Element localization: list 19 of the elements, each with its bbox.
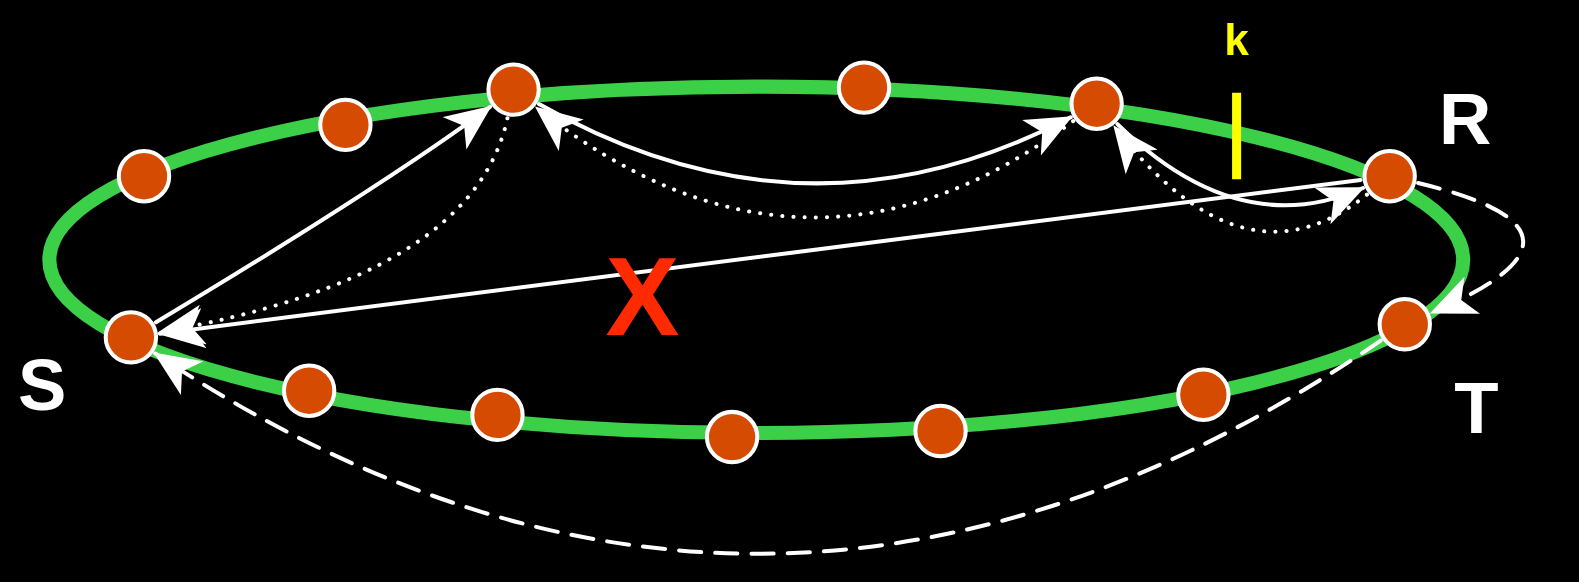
node-circle	[103, 310, 159, 365]
parameter-label: k	[1224, 18, 1249, 63]
arrow	[153, 104, 493, 325]
node-circle	[1362, 149, 1417, 204]
dotted-arrow	[157, 116, 510, 344]
arrow	[536, 102, 1073, 186]
node-letter: R	[1439, 82, 1492, 156]
node-circle	[116, 149, 172, 204]
node-letter: T	[1454, 371, 1499, 445]
node-letter: S	[18, 348, 67, 421]
node-circle	[1377, 297, 1432, 352]
dotted-arrow	[534, 105, 1076, 220]
dashed-arrow	[1416, 181, 1526, 315]
arrow	[157, 177, 1363, 348]
dashed-arrow	[153, 338, 1383, 556]
node-circle	[486, 62, 541, 117]
cross-mark: X	[605, 241, 680, 353]
node-circle	[1069, 76, 1124, 131]
node-circle	[1176, 367, 1231, 422]
